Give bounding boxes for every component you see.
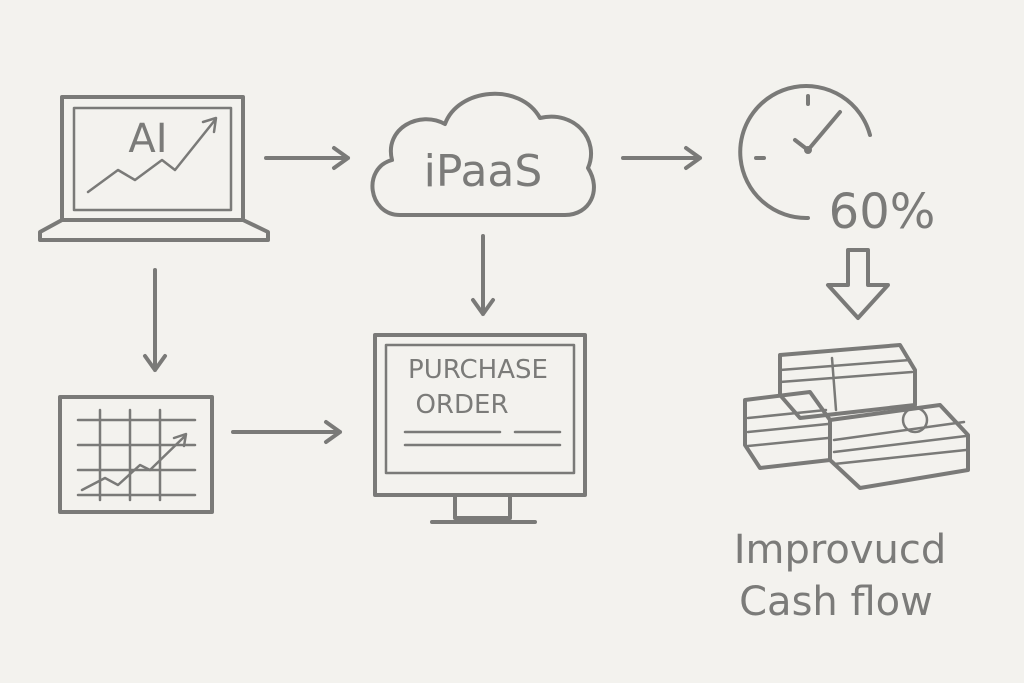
- monitor-icon: PURCHASE ORDER: [373, 333, 587, 524]
- result-line2: Cash flow: [739, 579, 933, 625]
- arrow-cloud-to-monitor: [471, 234, 495, 316]
- monitor-line2: ORDER: [415, 390, 508, 420]
- arrow-laptop-to-cloud: [264, 146, 350, 170]
- cloud-label: iPaaS: [424, 146, 543, 197]
- arrow-chart-to-monitor: [231, 420, 342, 444]
- arrow-laptop-to-chart: [143, 268, 167, 372]
- chart-icon: [58, 395, 214, 514]
- cloud-icon: iPaaS: [370, 92, 596, 217]
- money-stack-icon: [743, 343, 970, 490]
- clock-percent: 60%: [829, 184, 936, 240]
- clock-icon: 60%: [738, 84, 936, 240]
- result-line1: Improvucd: [734, 527, 947, 573]
- arrow-down-icon: [826, 248, 890, 320]
- laptop-icon: AI: [38, 95, 270, 242]
- laptop-label: AI: [128, 116, 167, 162]
- monitor-line1: PURCHASE: [408, 355, 548, 385]
- arrow-cloud-to-clock: [621, 146, 702, 170]
